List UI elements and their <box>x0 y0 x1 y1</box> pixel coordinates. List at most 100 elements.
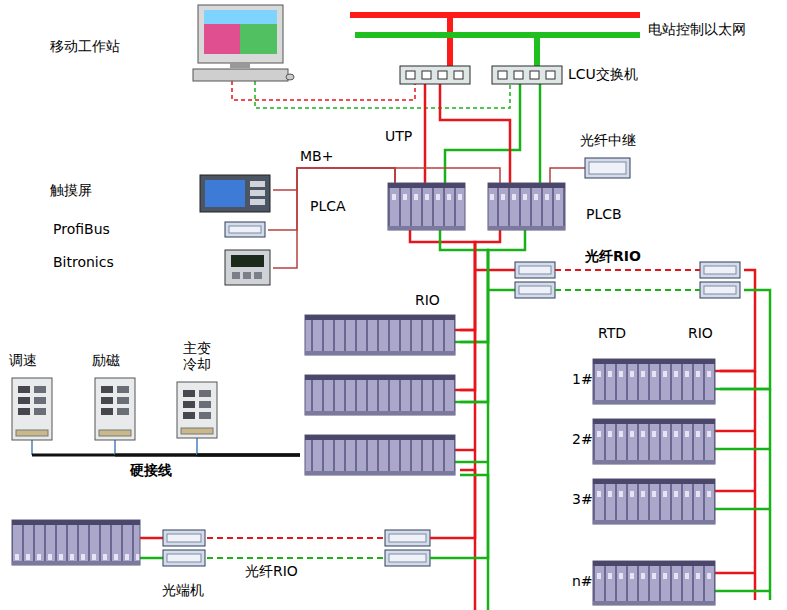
rack-stub <box>715 572 755 575</box>
bitronics-meter: Bitronics <box>53 248 273 288</box>
rack-top <box>593 561 715 566</box>
panel-button <box>250 181 265 187</box>
connector <box>268 168 395 230</box>
free-label: 硬接线 <box>130 462 172 478</box>
connector-line <box>539 84 542 183</box>
node-label: 1# <box>572 371 593 387</box>
switch-port <box>514 71 523 79</box>
connector-line <box>430 475 488 558</box>
shape-group <box>200 175 270 212</box>
node-label: RTD <box>598 325 626 341</box>
node-label: 光纤中继 <box>580 132 636 148</box>
shape-group <box>488 183 565 230</box>
shape-group <box>225 222 265 237</box>
connector <box>550 168 585 183</box>
optical-converter <box>163 550 205 566</box>
optical-converter <box>225 222 265 237</box>
optical-converter <box>163 530 205 546</box>
ethernet-bus: 电站控制以太网 <box>345 5 785 45</box>
node-label: RIO <box>415 292 440 308</box>
connector-line <box>447 15 453 66</box>
rack-top <box>488 183 565 188</box>
switch-body <box>492 66 562 84</box>
shape-group <box>225 250 270 285</box>
shape-group <box>515 262 740 298</box>
rack-stub <box>715 590 770 593</box>
rack-top <box>593 359 715 364</box>
control-cabinet <box>177 382 217 438</box>
plc-b: PLCB <box>486 180 646 234</box>
connector-line <box>720 290 770 389</box>
ethernet-red <box>350 12 640 18</box>
cabinet-meter <box>183 412 195 419</box>
cabinet-meter <box>199 390 211 397</box>
cabinet-base <box>99 430 131 436</box>
panel-button <box>250 190 265 196</box>
cabinet-meter <box>183 401 195 408</box>
node-label: PLCB <box>586 206 622 222</box>
optical-converter <box>385 550 430 566</box>
connector-line <box>207 537 385 539</box>
cabinet-meter <box>18 386 30 393</box>
exciter: 励磁 <box>88 352 143 444</box>
connector-line <box>114 440 116 455</box>
rack-base <box>305 471 455 475</box>
shape-group <box>593 479 715 524</box>
shape-group <box>593 561 715 605</box>
connector <box>115 440 300 455</box>
plc-rack <box>305 435 455 475</box>
rtd-rack: 3# <box>560 477 720 527</box>
cabinet-meter <box>101 386 113 393</box>
node-shape <box>486 180 646 234</box>
panel-frame <box>200 175 270 212</box>
cabinet-meter <box>101 408 113 415</box>
converter-panel <box>167 554 201 562</box>
converter-panel <box>519 286 551 294</box>
cabinet-meter <box>117 386 129 393</box>
rack-stub <box>715 448 770 451</box>
node-label: n# <box>572 573 593 589</box>
connector-line <box>115 454 300 457</box>
mouse <box>286 74 294 80</box>
panel-button <box>250 199 265 205</box>
optical-terminal: 光端机 <box>160 526 207 606</box>
rack-base <box>305 351 455 355</box>
node-label: 3# <box>572 491 593 507</box>
switch-body <box>400 66 470 84</box>
node-label: 光端机 <box>162 582 204 598</box>
converter-panel <box>389 554 426 562</box>
meter-button <box>254 272 262 279</box>
rack-base <box>12 561 140 565</box>
governor: 调速 <box>5 352 60 444</box>
meter-body <box>225 250 270 285</box>
monitor-stand <box>230 63 250 68</box>
screen-band <box>204 24 240 54</box>
switch-port <box>454 71 463 79</box>
rio-group: RIO <box>300 290 460 480</box>
meter-display <box>231 255 264 267</box>
optical-converter <box>585 158 630 178</box>
rtd-group: RTD1#2#3#n# <box>560 325 720 608</box>
cabinet-meter <box>34 408 46 415</box>
right-bus-green <box>769 389 772 600</box>
node-label: PLCA <box>310 198 346 214</box>
optical-converter <box>385 530 430 546</box>
connector <box>197 438 300 455</box>
monitor <box>198 5 283 63</box>
shape-group <box>163 530 205 566</box>
shape-group <box>95 378 135 440</box>
connector-line <box>207 557 385 559</box>
converter-panel <box>704 286 736 294</box>
cabinet-meter <box>101 397 113 404</box>
node-label: LCU交换机 <box>568 66 638 82</box>
transformer-cooling: 主变 冷却 <box>170 340 225 442</box>
connector-line <box>232 81 415 100</box>
rack-top <box>305 315 455 320</box>
panel-screen <box>205 180 245 207</box>
node-label: 主变 冷却 <box>177 340 217 372</box>
rack-stub <box>455 461 488 464</box>
optical-converter <box>700 262 740 278</box>
fiber-red <box>555 269 700 271</box>
meter-button <box>243 272 251 279</box>
cabinet-base <box>181 428 213 434</box>
